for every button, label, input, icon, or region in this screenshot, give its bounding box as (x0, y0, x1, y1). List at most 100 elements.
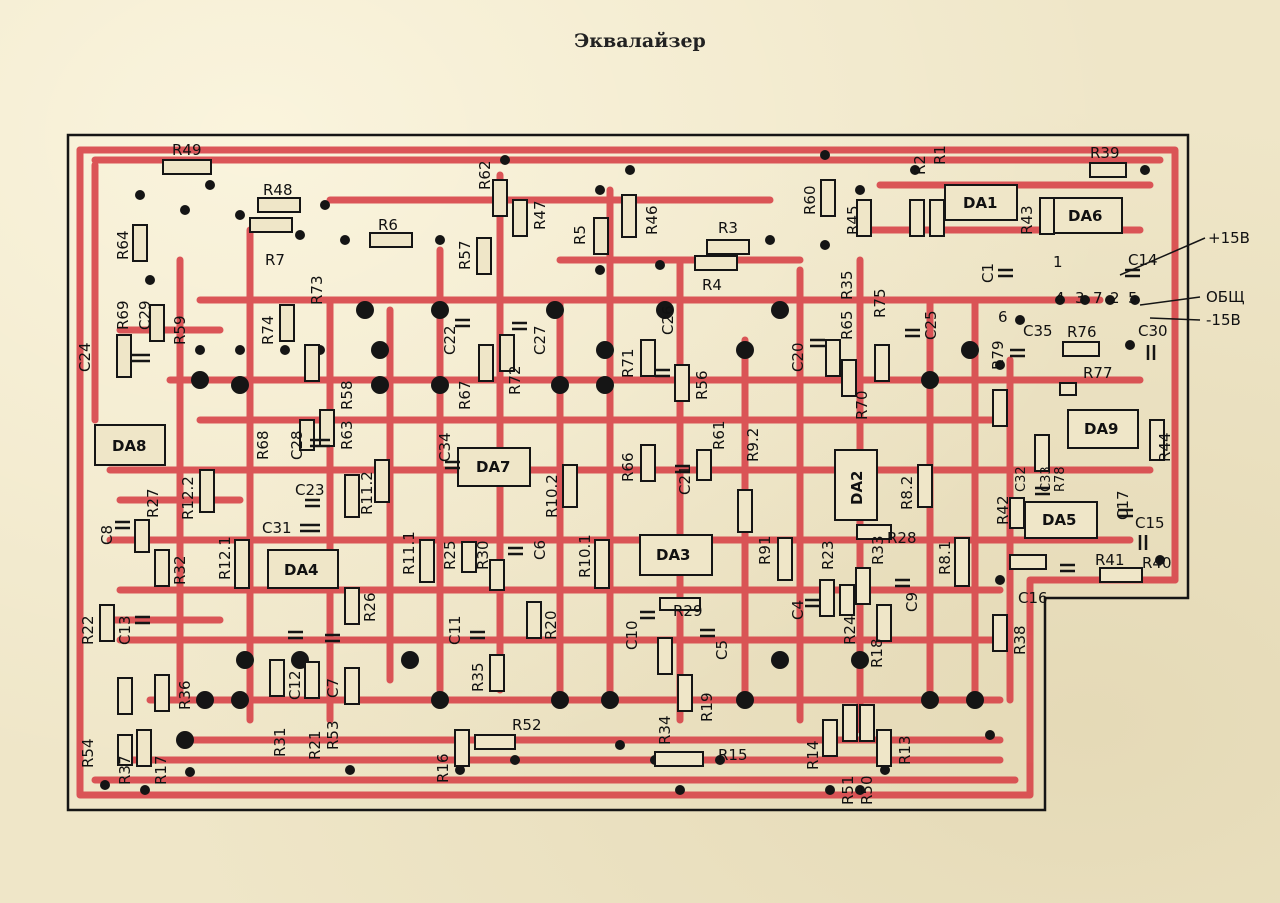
label-r6: R6 (378, 216, 398, 234)
capacitor-marks (115, 268, 1156, 643)
label-r63: R63 (338, 420, 356, 450)
label-c14: C14 (1128, 251, 1158, 269)
label-c28: C28 (288, 430, 306, 460)
label-r31: R31 (271, 727, 289, 757)
label-r57: R57 (456, 240, 474, 270)
label-r71: R71 (619, 348, 637, 378)
chip-label: DA3 (656, 546, 691, 564)
label-r43: R43 (1018, 205, 1036, 235)
label-c21: C21 (676, 465, 694, 495)
label-r30: R30 (474, 540, 492, 570)
pin-2: 2 (1110, 289, 1120, 307)
label-r23: R23 (819, 540, 837, 570)
label-c10: C10 (623, 620, 641, 650)
chip-label: DA4 (284, 561, 319, 579)
chip-label: DA1 (963, 194, 998, 212)
label-c9: C9 (903, 592, 921, 612)
label-r4: R4 (702, 276, 722, 294)
label-r70: R70 (853, 390, 871, 420)
label-r33: R33 (869, 535, 887, 565)
label-r64: R64 (114, 230, 132, 260)
label-c4: C4 (789, 600, 807, 620)
label-r18: R18 (868, 638, 886, 668)
label-r53: R53 (324, 720, 342, 750)
label-r101: R10.1 (576, 534, 594, 578)
label-r19: R19 (698, 692, 716, 722)
label-r62: R62 (476, 160, 494, 190)
label-r28: R28 (887, 529, 917, 547)
label-r52: R52 (512, 716, 542, 734)
page-title: Эквалайзер (574, 30, 706, 52)
label-c1: C1 (979, 263, 997, 283)
label-c22: C22 (441, 325, 459, 355)
label-c8: C8 (98, 525, 116, 545)
label-r77: R77 (1083, 364, 1113, 382)
label-r58: R58 (338, 380, 356, 410)
label-r1: R1 (931, 145, 949, 165)
chip-da2: DA2 (834, 449, 878, 521)
label-r38: R38 (1011, 625, 1029, 655)
label-c24: C24 (76, 342, 94, 372)
resistor-bodies (99, 159, 1165, 767)
label-r69: R69 (114, 300, 132, 330)
chip-label: DA9 (1084, 420, 1119, 438)
chip-da8: DA8 (94, 424, 166, 466)
label-r17: R17 (152, 755, 170, 785)
label-c23: C23 (295, 481, 325, 499)
board-outline (66, 133, 1190, 812)
label-r45: R45 (844, 205, 862, 235)
label-c31: C31 (262, 519, 292, 537)
label-c32: C32 (1014, 466, 1029, 492)
label-c20: C20 (789, 342, 807, 372)
label-r32: R32 (171, 555, 189, 585)
chip-da7: DA7 (457, 447, 531, 487)
label-c33: C33 (1039, 466, 1054, 492)
label-r50: R50 (858, 775, 876, 805)
label-c15: C15 (1135, 514, 1165, 532)
label-r68: R68 (254, 430, 272, 460)
power-plus-15v: +15В (1208, 229, 1250, 247)
label-r74: R74 (259, 315, 277, 345)
label-r65: R65 (838, 310, 856, 340)
label-r26: R26 (361, 592, 379, 622)
label-r27: R27 (144, 488, 162, 518)
label-r15: R15 (718, 746, 748, 764)
label-r81: R8.1 (936, 541, 954, 575)
label-r44: R44 (1156, 432, 1174, 462)
label-r73: R73 (308, 275, 326, 305)
label-r39: R39 (1090, 144, 1120, 162)
label-c30: C30 (1138, 322, 1168, 340)
label-c12: C12 (286, 670, 304, 700)
label-c16: C16 (1018, 589, 1048, 607)
label-r75: R75 (871, 288, 889, 318)
chip-label: DA8 (112, 437, 147, 455)
label-c13: C13 (116, 615, 134, 645)
label-r3: R3 (718, 219, 738, 237)
label-c27: C27 (531, 325, 549, 355)
label-r14: R14 (804, 740, 822, 770)
label-r67: R67 (456, 380, 474, 410)
label-r35b: R35 (469, 662, 487, 692)
label-r37: R37 (116, 755, 134, 785)
label-r5: R5 (571, 225, 589, 245)
label-c5: C5 (713, 640, 731, 660)
label-r2: R2 (911, 155, 929, 175)
solder-pads (100, 150, 1165, 795)
label-r40: R40 (1142, 554, 1172, 572)
chip-da5: DA5 (1024, 501, 1098, 539)
label-r59: R59 (171, 315, 189, 345)
power-common: ОБЩ (1206, 288, 1245, 306)
label-r61: R61 (710, 420, 728, 450)
pin-7: 7 (1093, 289, 1103, 307)
label-r91: R91 (756, 535, 774, 565)
label-r111: R11.1 (400, 531, 418, 575)
label-r22: R22 (79, 615, 97, 645)
power-minus-15v: -15В (1206, 311, 1241, 329)
chip-da3: DA3 (639, 534, 713, 576)
chip-da1: DA1 (944, 184, 1018, 221)
label-r102: R10.2 (543, 474, 561, 518)
label-r47: R47 (531, 200, 549, 230)
power-labels: +15В ОБЩ -15В (1119, 229, 1250, 329)
label-r112: R11.2 (358, 471, 376, 515)
